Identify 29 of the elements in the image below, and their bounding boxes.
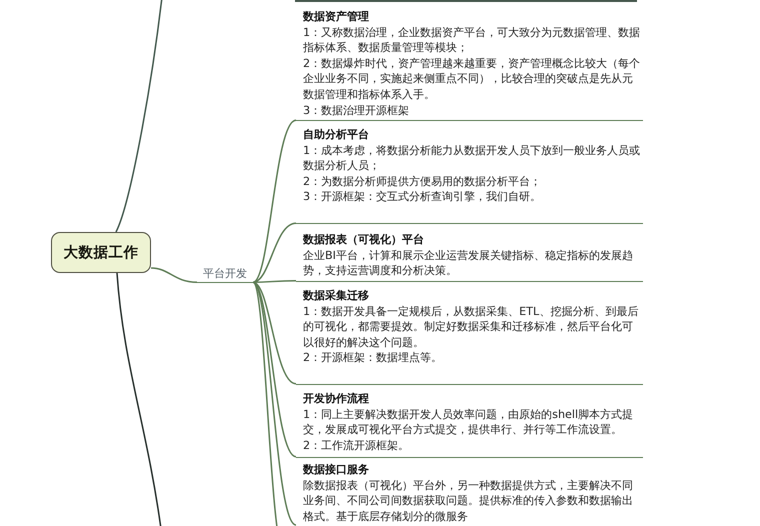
- topic-title: 数据接口服务: [303, 462, 370, 478]
- topic-title: 自助分析平台: [303, 127, 370, 143]
- connector-line: [252, 282, 296, 384]
- connector-line: [252, 282, 296, 458]
- topic-title: 开发协作流程: [303, 391, 370, 407]
- branch-topic: 平台开发: [197, 266, 253, 283]
- topic-title: 数据资产管理: [303, 9, 370, 25]
- topic-text: 2：数据爆炸时代，资产管理越来越重要，资产管理概念比较大（每个企业业务不同，实施起来侧重点不同），比较合理的突破点是先从元数据管理和指标体系入手。: [303, 56, 641, 103]
- topic-text: 2：工作流开源框架。: [303, 438, 410, 454]
- root-topic: 大数据工作: [51, 232, 151, 273]
- topic-text: 1：成本考虑，将数据分析能力从数据开发人员下放到一般业务人员或数据分析人员；: [303, 142, 641, 174]
- topic-text: 2：为数据分析师提供方便易用的数据分析平台；: [303, 174, 542, 190]
- topic-text: 1：数据开发具备一定规模后，从数据采集、ETL、挖掘分析、到最后的可视化，都需要提效。制定好数据采集和迁移标准，然后平台化可以很好的解决这个问题。: [303, 304, 640, 350]
- topic-text: 1：又称数据治理，企业数据资产平台，可大致分为元数据管理、数据指标体系、数据质量管理等模块；: [303, 24, 641, 56]
- connector-line: [253, 280, 296, 283]
- topic-text: 除数据报表（可视化）平台外，另一种数据提供方式，主要解决不同业务间、不同公司间数据获取问题。提供标准的传入参数和数据输出格式。基于底层存储划分的微服务: [303, 478, 634, 524]
- connector-line: [252, 120, 296, 283]
- topic-text: 3：数据治理开源框架: [303, 102, 410, 118]
- connector-line: [150, 267, 198, 283]
- topic-text: 3：开源框架：交互式分析查询引擎，我们自研。: [303, 189, 542, 205]
- topic-text: 1：同上主要解决数据开发人员效率问题，由原始的shell脚本方式提交，发展成可视化平台方式提交，提供串行、并行等工作流设置。: [303, 406, 634, 438]
- topic-text: 2：开源框架：数据埋点等。: [303, 350, 444, 366]
- topic-title: 数据报表（可视化）平台: [303, 232, 425, 248]
- topic-title: 数据采集迁移: [303, 288, 370, 304]
- connector-line: [252, 222, 296, 283]
- connector-line: [115, 0, 163, 232]
- connector-line: [116, 272, 162, 526]
- topic-text: 企业BI平台，计算和展示企业运营发展关键指标、稳定指标的发展趋势，支持运营调度和分析决策。: [303, 248, 634, 279]
- connector-line: [252, 282, 297, 526]
